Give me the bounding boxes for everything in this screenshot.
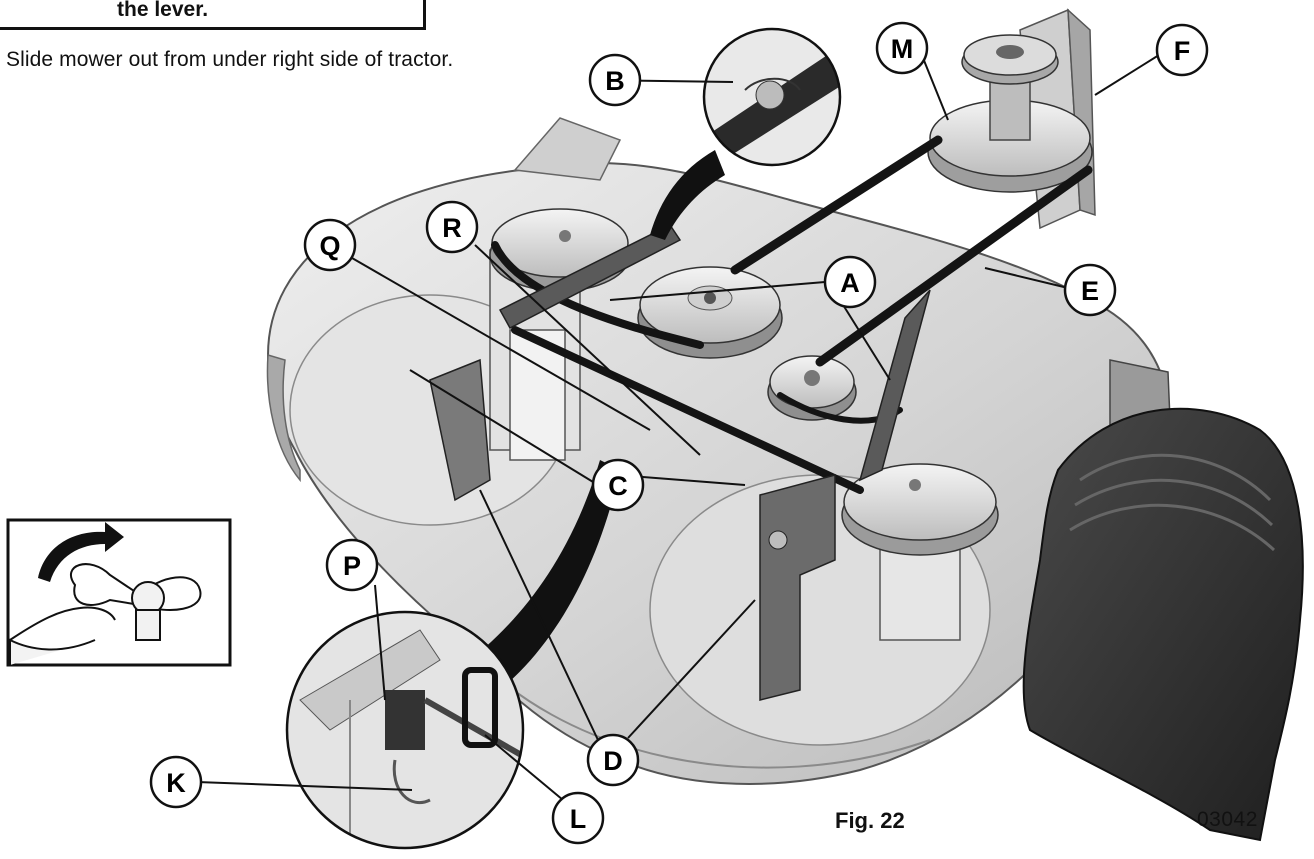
drive-belt [491, 135, 1093, 494]
lift-bracket [429, 358, 836, 701]
small-idler-pulley [767, 355, 857, 421]
callout-M: M [875, 21, 929, 75]
inset-spring-detail [285, 610, 525, 850]
right-spindle-pulley [841, 463, 999, 641]
svg-text:Q: Q [319, 231, 340, 261]
belt-guard-right [858, 289, 931, 482]
svg-text:P: P [343, 551, 361, 581]
svg-text:F: F [1174, 36, 1191, 66]
callout-F: F [1155, 23, 1209, 77]
warning-text: the lever. [117, 0, 209, 21]
callout-L: L [551, 791, 605, 845]
discharge-chute [1022, 359, 1304, 842]
instruction-text: Slide mower out from under right side of… [6, 48, 454, 71]
svg-text:C: C [608, 471, 628, 501]
callout-B: B [588, 53, 642, 107]
svg-text:B: B [605, 66, 625, 96]
svg-text:K: K [166, 768, 186, 798]
svg-text:M: M [891, 34, 914, 64]
inset-pointer-top [650, 150, 725, 240]
svg-text:E: E [1081, 276, 1099, 306]
center-idler-pulley [637, 266, 783, 359]
inset-hairpin-detail [702, 27, 842, 167]
svg-text:L: L [570, 804, 587, 834]
svg-text:R: R [442, 213, 462, 243]
figure-label: Fig. 22 [835, 808, 905, 833]
callout-E: E [1063, 263, 1117, 317]
callout-K: K [149, 755, 203, 809]
svg-text:A: A [840, 268, 860, 298]
warning-box: the lever. [0, 0, 426, 30]
callout-D: D [586, 733, 640, 787]
belt-guard-left [498, 224, 682, 330]
leader-lines [196, 54, 1160, 801]
hairpin-removal-inset [6, 518, 232, 667]
engine-pulley [927, 34, 1093, 193]
inset-pointer-bottom [470, 460, 620, 690]
callout-A: A [823, 255, 877, 309]
callout-Q: Q [303, 218, 357, 272]
figure-number: 03042 [1197, 808, 1258, 831]
rotate-arrow-icon [38, 522, 124, 582]
callout-R: R [425, 200, 479, 254]
callout-C: C [591, 458, 645, 512]
svg-text:D: D [603, 746, 623, 776]
callout-P: P [325, 538, 379, 592]
